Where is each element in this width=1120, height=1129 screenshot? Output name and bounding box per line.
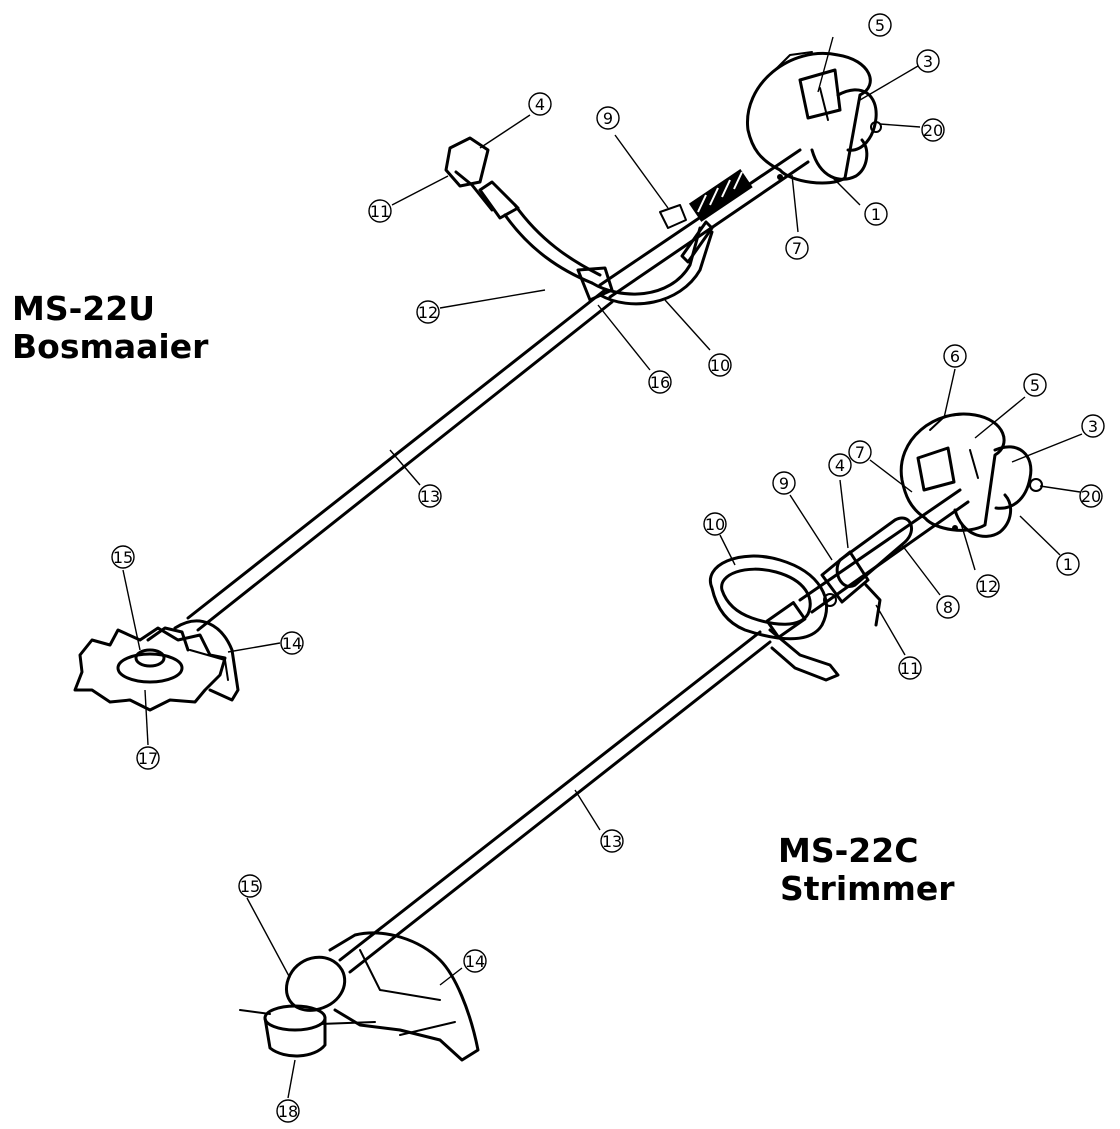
- model-name: Strimmer: [780, 869, 955, 908]
- callout-c-13: 13: [600, 829, 624, 853]
- svg-text:15: 15: [240, 877, 260, 896]
- callouts-strimmer: 1 3 4 5 6 7 8 9 10 11 12 13 14 15 18 20: [238, 344, 1105, 1123]
- model-code: MS-22U: [12, 289, 156, 328]
- svg-text:15: 15: [113, 548, 133, 567]
- callout-c-4: 4: [828, 453, 852, 477]
- callout-u-10: 10: [708, 353, 732, 377]
- svg-text:20: 20: [1081, 487, 1101, 506]
- model-code: MS-22C: [778, 831, 919, 870]
- model-name: Bosmaaier: [12, 327, 209, 366]
- loop-handle: [708, 554, 840, 682]
- callout-c-20: 20: [1079, 484, 1103, 508]
- svg-text:7: 7: [792, 239, 802, 258]
- callout-c-11: 11: [898, 656, 922, 680]
- svg-text:4: 4: [835, 456, 845, 475]
- callout-u-11: 11: [368, 199, 392, 223]
- svg-text:11: 11: [900, 659, 920, 678]
- callout-u-17: 17: [136, 746, 160, 770]
- callout-u-12: 12: [416, 300, 440, 324]
- callout-c-8: 8: [936, 595, 960, 619]
- strimmer-illustration: [239, 412, 1043, 1062]
- svg-text:1: 1: [871, 205, 881, 224]
- callout-u-16: 16: [648, 370, 672, 394]
- svg-text:5: 5: [875, 16, 885, 35]
- svg-text:12: 12: [418, 303, 438, 322]
- callout-u-15: 15: [111, 545, 135, 569]
- callout-c-7: 7: [848, 440, 872, 464]
- callout-u-9: 9: [596, 106, 620, 130]
- drive-tube: [598, 148, 810, 299]
- engine-unit: [899, 412, 1043, 538]
- callout-c-1: 1: [1056, 552, 1080, 576]
- callout-c-3: 3: [1081, 414, 1105, 438]
- svg-text:1: 1: [1063, 555, 1073, 574]
- c-trimmer-head: [239, 931, 480, 1062]
- shaft: [186, 288, 614, 632]
- callout-c-18: 18: [276, 1099, 300, 1123]
- model-label-strimmer: MS-22C Strimmer: [778, 832, 955, 908]
- svg-text:17: 17: [138, 749, 158, 768]
- svg-text:11: 11: [370, 202, 390, 221]
- callout-u-3: 3: [916, 49, 940, 73]
- svg-text:4: 4: [535, 95, 545, 114]
- callout-u-13: 13: [418, 484, 442, 508]
- callout-c-10: 10: [703, 512, 727, 536]
- callout-u-4: 4: [528, 92, 552, 116]
- svg-text:8: 8: [943, 598, 953, 617]
- svg-text:6: 6: [950, 347, 960, 366]
- callout-u-1: 1: [864, 202, 888, 226]
- callout-c-15: 15: [238, 874, 262, 898]
- u-cutting-head: [73, 619, 240, 712]
- callout-u-14: 14: [280, 631, 304, 655]
- model-label-bosmaaier: MS-22U Bosmaaier: [12, 290, 208, 366]
- callout-u-20: 20: [921, 118, 945, 142]
- svg-text:13: 13: [420, 487, 440, 506]
- engine-unit: [746, 51, 882, 185]
- svg-text:14: 14: [282, 634, 302, 653]
- drive-tube: [798, 488, 970, 627]
- svg-text:3: 3: [1088, 417, 1098, 436]
- svg-text:7: 7: [855, 443, 865, 462]
- callout-u-7: 7: [785, 236, 809, 260]
- svg-text:18: 18: [278, 1102, 298, 1121]
- callout-leaders: [122, 36, 1083, 1099]
- callout-c-9: 9: [772, 471, 796, 495]
- svg-text:12: 12: [978, 577, 998, 596]
- svg-text:13: 13: [602, 832, 622, 851]
- svg-text:10: 10: [705, 515, 725, 534]
- callout-c-6: 6: [943, 344, 967, 368]
- shaft: [338, 630, 772, 974]
- bosmaaier-illustration: [73, 51, 882, 712]
- svg-text:16: 16: [650, 373, 670, 392]
- svg-text:3: 3: [923, 52, 933, 71]
- svg-text:10: 10: [710, 356, 730, 375]
- callout-c-12: 12: [976, 574, 1000, 598]
- callout-c-5: 5: [1023, 373, 1047, 397]
- callout-u-5: 5: [868, 13, 892, 37]
- svg-text:9: 9: [603, 109, 613, 128]
- svg-text:5: 5: [1030, 376, 1040, 395]
- callouts-bosmaaier: 1 3 4 5 7 9 10 11 12 13 14 15 16 17 20: [111, 13, 945, 770]
- svg-text:9: 9: [779, 474, 789, 493]
- u-handlebar: [444, 136, 714, 306]
- svg-text:14: 14: [465, 952, 485, 971]
- callout-c-14: 14: [463, 949, 487, 973]
- svg-text:20: 20: [923, 121, 943, 140]
